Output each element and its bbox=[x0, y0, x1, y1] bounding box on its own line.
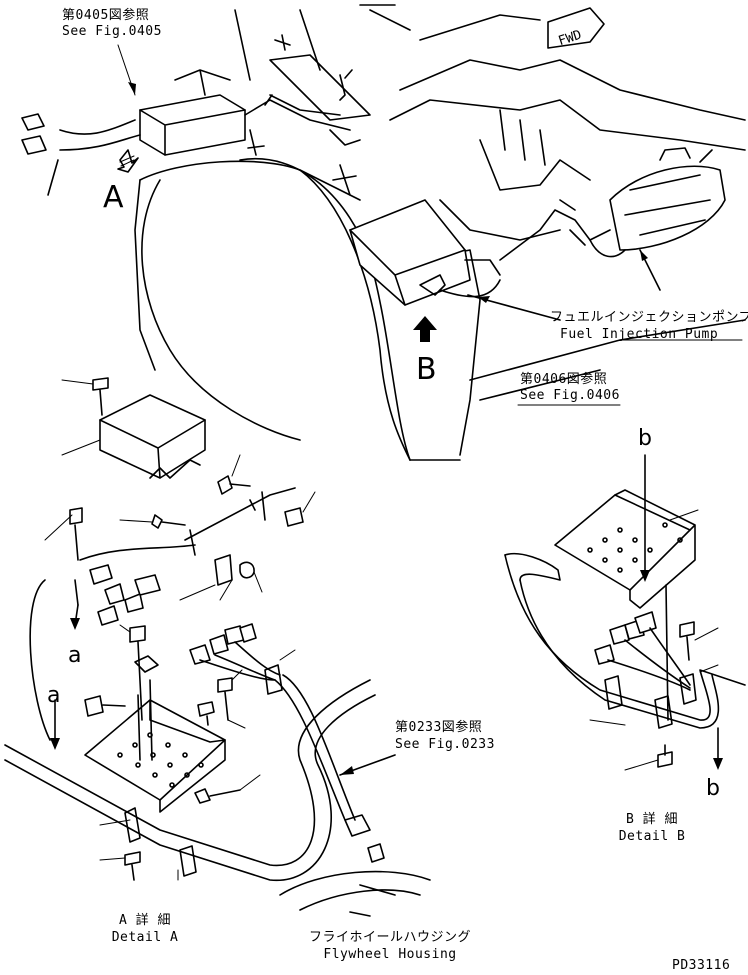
fuel-pump-en: Fuel Injection Pump bbox=[560, 327, 719, 342]
arrow-b-bottom-label: b bbox=[706, 776, 721, 801]
detail-a-assembly bbox=[4, 377, 431, 917]
detail-b-en: Detail B bbox=[618, 829, 686, 844]
detail-b-assembly bbox=[504, 454, 746, 771]
flywheel-jp: フライホイールハウジング bbox=[308, 930, 471, 945]
detail-b-jp: B 詳 細 bbox=[626, 812, 678, 827]
arrow-b-top-label: b bbox=[638, 426, 653, 451]
label-underlines bbox=[517, 339, 743, 406]
fig-0233-jp: 第0233図参照 bbox=[395, 720, 483, 735]
lower-controller-box bbox=[349, 199, 611, 306]
fig-0406-en: See Fig.0406 bbox=[520, 388, 620, 403]
fig-0233-en: See Fig.0233 bbox=[395, 737, 495, 752]
view-arrow-a-icon bbox=[117, 149, 139, 173]
fig-0405-jp: 第0405図参照 bbox=[62, 8, 150, 23]
fuel-injection-pump bbox=[589, 147, 726, 258]
fig-0406-jp: 第0406図参照 bbox=[520, 372, 608, 387]
engine-block bbox=[234, 4, 746, 456]
flywheel-en: Flywheel Housing bbox=[323, 947, 457, 962]
fwd-arrow-icon: FWD bbox=[547, 7, 605, 50]
detail-a-jp: A 詳 細 bbox=[119, 913, 171, 928]
fuel-pump-jp: フュエルインジェクションポンプ bbox=[550, 310, 748, 325]
arrow-a-left-label: a bbox=[68, 643, 82, 668]
upper-controller-box bbox=[21, 34, 351, 156]
view-a-label: A bbox=[103, 180, 125, 215]
fig-0405-en: See Fig.0405 bbox=[62, 24, 162, 39]
detail-a-en: Detail A bbox=[111, 930, 179, 945]
leader-lines-top bbox=[47, 44, 661, 321]
view-b-label: B bbox=[416, 352, 438, 387]
view-arrow-b-icon bbox=[413, 316, 437, 342]
fwd-label: FWD bbox=[557, 28, 584, 50]
part-code: PD33116 bbox=[672, 958, 731, 973]
upper-bracket bbox=[269, 54, 371, 196]
arrow-a-right-label: a bbox=[47, 683, 61, 708]
